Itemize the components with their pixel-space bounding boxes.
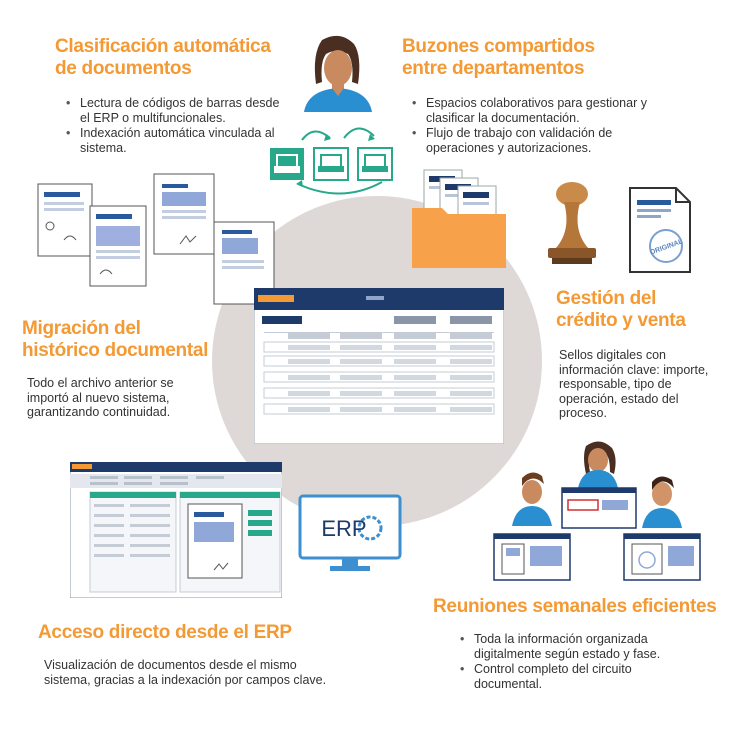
heading-line-1: Migración del (22, 318, 141, 339)
inbox-icon (357, 147, 393, 181)
list-item: Indexación automática vinculada al siste… (66, 126, 290, 155)
heading-line-2: crédito y venta (556, 310, 686, 331)
erp-label: ERP (321, 516, 366, 541)
text-gestion: Sellos digitales con información clave: … (559, 348, 709, 420)
stamp-icon: ORIGINAL (548, 182, 691, 273)
erp-app-window (70, 462, 282, 598)
inbox-icon (270, 148, 304, 180)
heading-reuniones: Reuniones semanales eficientes (433, 596, 717, 617)
heading-line-2: de documentos (55, 58, 192, 79)
person-icon (304, 35, 372, 112)
folder-documents-icon (412, 169, 506, 268)
person-icon (578, 441, 618, 488)
list-buzones: Espacios colaborativos para gestionar y … (408, 96, 676, 156)
heading-buzones: Buzones compartidos entre departamentos (402, 36, 642, 80)
shared-inbox-illustration (270, 35, 393, 195)
original-document-icon: ORIGINAL (629, 187, 691, 273)
heading-line-1: Buzones compartidos (402, 36, 595, 57)
list-item: Espacios colaborativos para gestionar y … (412, 96, 676, 125)
heading-migracion: Migración del histórico documental (22, 318, 222, 362)
text-migracion: Todo el archivo anterior se importó al n… (27, 376, 174, 419)
historic-documents-illustration (37, 173, 275, 305)
document-icon (89, 205, 147, 287)
central-app-window (254, 288, 504, 444)
heading-line-2: entre departamentos (402, 58, 585, 79)
heading-line-1: Gestión del (556, 288, 657, 309)
document-icon (153, 173, 215, 255)
list-reuniones: Toda la información organizada digitalme… (456, 632, 694, 692)
heading-gestion: Gestión del crédito y venta (556, 288, 726, 332)
list-item: Toda la información organizada digitalme… (460, 632, 694, 661)
person-icon (642, 476, 682, 528)
heading-clasificacion: Clasificación automática de documentos (55, 36, 285, 80)
heading-line-1: Clasificación automática (55, 36, 271, 57)
heading-line-2: histórico documental (22, 340, 209, 361)
erp-monitor-icon: ERP (298, 494, 402, 571)
meeting-illustration (493, 441, 701, 581)
heading-acceso: Acceso directo desde el ERP (38, 622, 292, 643)
document-icon (37, 183, 93, 257)
inbox-icon (313, 147, 349, 181)
list-clasificacion: Lectura de códigos de barras desde el ER… (62, 96, 290, 156)
list-item: Flujo de trabajo con validación de opera… (412, 126, 676, 155)
person-icon (512, 472, 552, 526)
list-item: Control completo del circuito documental… (460, 662, 694, 691)
list-item: Lectura de códigos de barras desde el ER… (66, 96, 290, 125)
text-acceso: Visualización de documentos desde el mis… (44, 658, 327, 687)
